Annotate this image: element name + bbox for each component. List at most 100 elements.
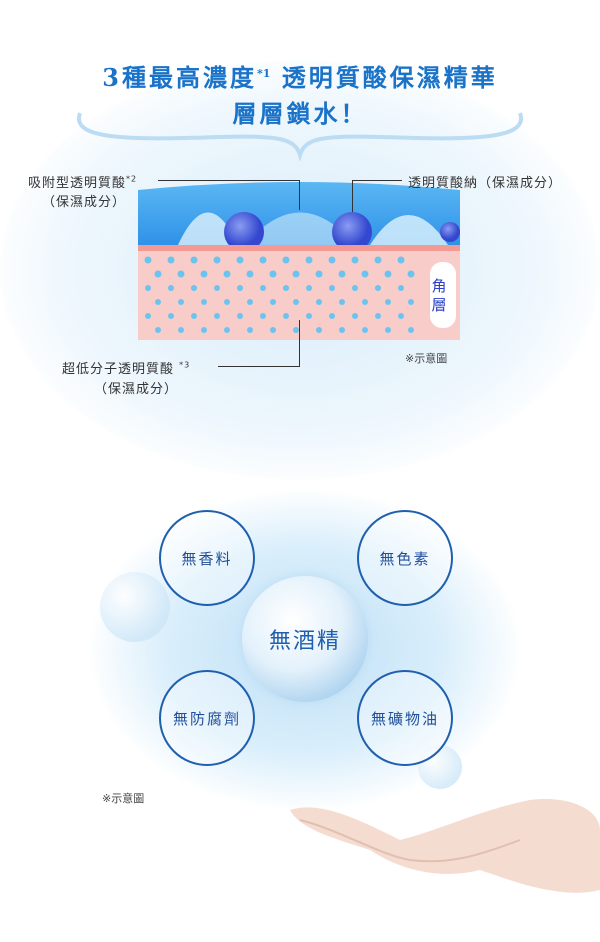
label-adsorb-sub: （保濕成分）: [42, 195, 127, 210]
hyaluronic-molecule-dot: [260, 285, 266, 291]
hyaluronic-molecule-dot: [305, 256, 313, 264]
diagram-note: ※示意圖: [405, 352, 448, 365]
hyaluronic-molecule-dot: [178, 327, 184, 333]
hyaluronic-molecule-dot: [224, 299, 230, 305]
hyaluronic-molecule-dot: [306, 285, 312, 291]
features-note: ※示意圖: [102, 792, 145, 805]
hyaluronic-molecule-dot: [375, 313, 381, 319]
feature-no-colorant: 無色素: [357, 510, 453, 606]
hyaluronic-molecule-dot: [260, 313, 266, 319]
hyaluronic-molecule-dot: [269, 270, 277, 278]
hyaluronic-molecule-dot: [223, 270, 231, 278]
hyaluronic-molecule-dot: [306, 313, 312, 319]
hyaluronic-molecule-dot: [407, 270, 415, 278]
leader-line: [352, 180, 402, 181]
hyaluronic-molecule-dot: [237, 313, 243, 319]
hyaluronic-molecule-dot: [270, 299, 276, 305]
hyaluronic-molecule-dot: [351, 256, 359, 264]
cupped-hands-image: [290, 799, 600, 893]
feature-no-fragrance: 無香料: [159, 510, 255, 606]
hyaluronic-molecule-dot: [145, 285, 151, 291]
hyaluronic-molecule-dot: [145, 313, 151, 319]
brace-decoration: [76, 112, 524, 162]
hyaluronic-molecule-dot: [398, 313, 404, 319]
hyaluronic-molecule-dot: [270, 327, 276, 333]
feature-no-preservative: 無防腐劑: [159, 670, 255, 766]
hyaluronic-molecule-dot: [385, 299, 391, 305]
label-low-molecular-hyaluronic: 超低分子透明質酸 *3: [62, 360, 191, 377]
hyaluronic-molecule-dot: [329, 285, 335, 291]
leader-line: [352, 180, 353, 212]
label-sodium-hyaluronate: 透明質酸納（保濕成分）: [408, 176, 563, 191]
hyaluronic-molecule-dot: [339, 299, 345, 305]
skin-layer-diagram: [138, 182, 460, 340]
hyaluronic-molecule-dot: [191, 313, 197, 319]
hyaluronic-molecule-dot: [408, 299, 414, 305]
sodium-hyaluronate-sphere: [440, 222, 460, 242]
hyaluronic-molecule-dot: [282, 256, 290, 264]
hyaluronic-molecule-dot: [293, 299, 299, 305]
hyaluronic-molecule-dot: [292, 270, 300, 278]
hyaluronic-molecule-dot: [259, 256, 267, 264]
hyaluronic-molecule-dot: [155, 327, 161, 333]
hyaluronic-molecule-dot: [293, 327, 299, 333]
hyaluronic-molecule-dot: [168, 313, 174, 319]
hyaluronic-molecule-dot: [361, 270, 369, 278]
leader-line: [218, 366, 300, 367]
sodium-hyaluronate-sphere: [332, 212, 372, 252]
hyaluronic-molecule-dot: [315, 270, 323, 278]
hyaluronic-molecule-dot: [385, 327, 391, 333]
hyaluronic-molecule-dot: [201, 327, 207, 333]
label-lowmol-sub: （保濕成分）: [94, 382, 179, 397]
feature-no-alcohol: 無酒精: [242, 576, 368, 702]
hyaluronic-molecule-dot: [214, 313, 220, 319]
hyaluronic-molecule-dot: [374, 256, 382, 264]
hyaluronic-molecule-dot: [352, 285, 358, 291]
hyaluronic-molecule-dot: [155, 299, 161, 305]
hyaluronic-molecule-dot: [168, 285, 174, 291]
hyaluronic-molecule-dot: [236, 256, 244, 264]
hyaluronic-molecule-dot: [408, 327, 414, 333]
hyaluronic-molecule-dot: [214, 285, 220, 291]
hyaluronic-molecule-dot: [200, 270, 208, 278]
leader-line: [299, 320, 300, 367]
hyaluronic-molecule-dot: [247, 299, 253, 305]
hyaluronic-molecule-dot: [329, 313, 335, 319]
hyaluronic-molecule-dot: [328, 256, 336, 264]
headline-line2: 層層鎖水！: [232, 99, 368, 128]
hyaluronic-molecule-dot: [144, 256, 152, 264]
hyaluronic-molecule-dot: [167, 256, 175, 264]
hyaluronic-molecule-dot: [191, 285, 197, 291]
hyaluronic-molecule-dot: [177, 270, 185, 278]
water-droplet: [100, 572, 170, 642]
stratum-corneum-label: 角層: [431, 277, 447, 314]
hyaluronic-molecule-dot: [247, 327, 253, 333]
hyaluronic-molecule-dot: [316, 327, 322, 333]
hyaluronic-molecule-dot: [283, 313, 289, 319]
hyaluronic-molecule-dot: [283, 285, 289, 291]
hyaluronic-molecule-dot: [224, 327, 230, 333]
hyaluronic-molecule-dot: [362, 327, 368, 333]
hyaluronic-molecule-dot: [362, 299, 368, 305]
leader-line: [299, 180, 300, 210]
label-adsorb-hyaluronic: 吸附型透明質酸*2: [28, 174, 138, 191]
hyaluronic-molecule-dot: [316, 299, 322, 305]
hyaluronic-molecule-dot: [338, 270, 346, 278]
hyaluronic-molecule-dot: [375, 285, 381, 291]
hyaluronic-molecule-dot: [190, 256, 198, 264]
hyaluronic-molecule-dot: [352, 313, 358, 319]
feature-no-mineral-oil: 無礦物油: [357, 670, 453, 766]
leader-line: [158, 180, 300, 181]
hyaluronic-molecule-dot: [213, 256, 221, 264]
hyaluronic-molecule-dot: [154, 270, 162, 278]
hyaluronic-molecule-dot: [397, 256, 405, 264]
hyaluronic-molecule-dot: [398, 285, 404, 291]
headline-line1: 3種最高濃度*1 透明質酸保濕精華: [102, 63, 498, 92]
sodium-hyaluronate-sphere: [224, 212, 264, 252]
hyaluronic-molecule-dot: [246, 270, 254, 278]
hyaluronic-molecule-dot: [237, 285, 243, 291]
hyaluronic-molecule-dot: [201, 299, 207, 305]
hyaluronic-molecule-dot: [384, 270, 392, 278]
hyaluronic-molecule-dot: [178, 299, 184, 305]
hyaluronic-molecule-dot: [339, 327, 345, 333]
